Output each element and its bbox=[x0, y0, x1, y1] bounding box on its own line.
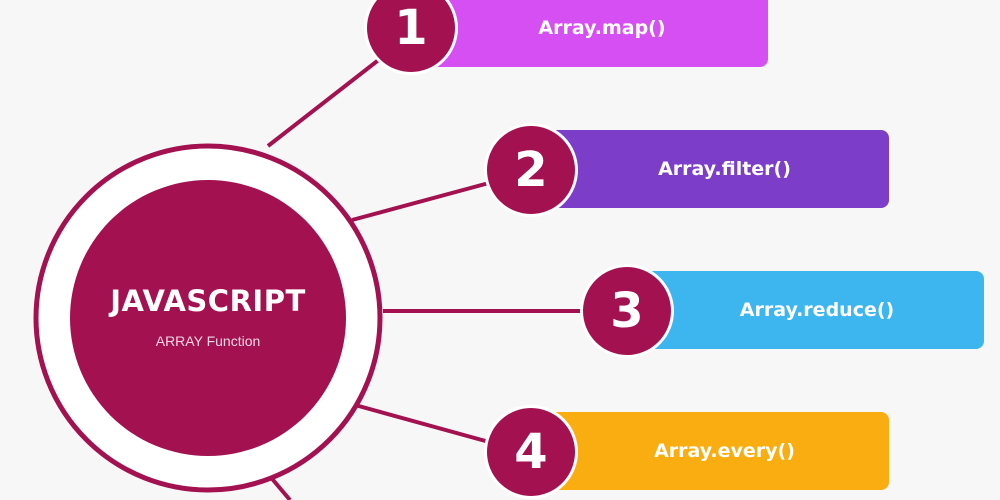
item-label-1-text: Array.map() bbox=[538, 17, 666, 39]
item-label-1[interactable]: Array.map() bbox=[410, 0, 768, 67]
item-label-4[interactable]: Array.every() bbox=[530, 412, 889, 490]
item-badge-1: 1 bbox=[364, 0, 458, 75]
item-number-4: 4 bbox=[514, 424, 548, 480]
item-badge-2: 2 bbox=[484, 123, 578, 217]
item-number-2: 2 bbox=[514, 142, 548, 198]
connector-1 bbox=[266, 53, 387, 148]
hub-inner-circle bbox=[70, 180, 346, 456]
connector-2 bbox=[351, 178, 501, 222]
item-label-3[interactable]: Array.reduce() bbox=[620, 271, 984, 349]
item-number-1: 1 bbox=[394, 0, 428, 56]
connector-4 bbox=[354, 403, 501, 447]
item-label-4-text: Array.every() bbox=[654, 440, 795, 462]
item-badge-4: 4 bbox=[484, 405, 578, 499]
item-label-2[interactable]: Array.filter() bbox=[530, 130, 889, 208]
item-number-3: 3 bbox=[610, 283, 644, 339]
hub-title: JAVASCRIPT bbox=[110, 284, 306, 318]
item-badge-3: 3 bbox=[580, 264, 674, 358]
hub-subtitle: ARRAY Function bbox=[155, 333, 261, 349]
item-label-3-text: Array.reduce() bbox=[739, 299, 895, 321]
item-label-2-text: Array.filter() bbox=[658, 158, 791, 180]
